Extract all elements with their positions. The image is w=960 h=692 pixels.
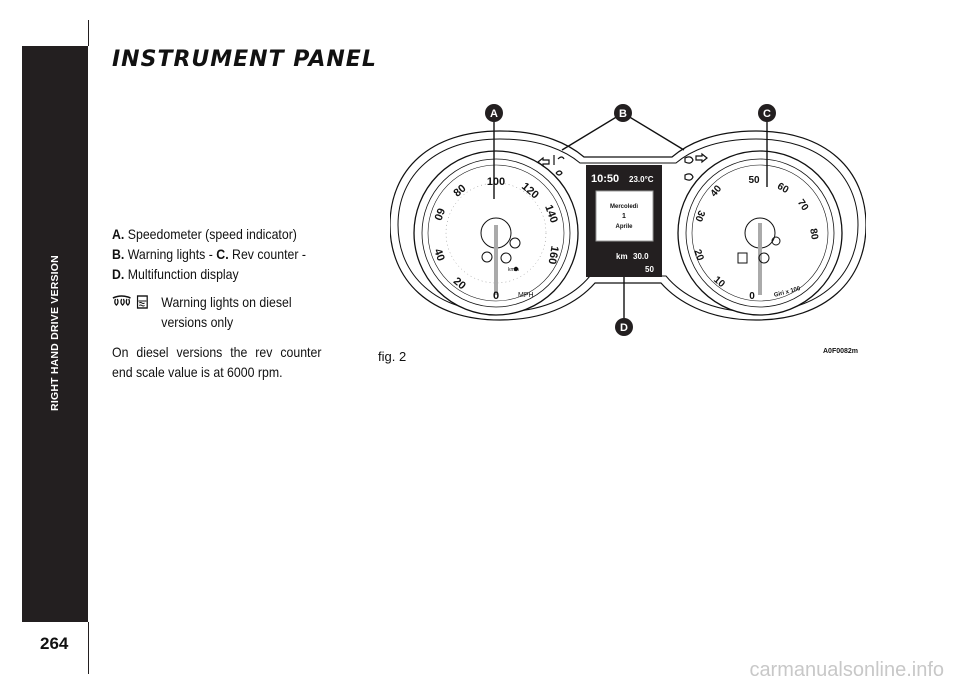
- diesel-warning-note: Warning lights on diesel versions only: [112, 292, 321, 332]
- page-title: INSTRUMENT PANEL: [112, 47, 377, 72]
- glow-plug-icon: [112, 295, 131, 306]
- callout-c-badge: [758, 104, 776, 122]
- rev-tick: 0: [749, 291, 755, 302]
- figure-caption: fig. 2: [378, 349, 407, 364]
- legend-paragraph: A. Speedometer (speed indicator) B. Warn…: [112, 226, 307, 282]
- speedo-inner-unit: km/h: [508, 267, 519, 273]
- callout-d: D: [620, 322, 628, 334]
- water-in-fuel-icon: [136, 295, 148, 309]
- callout-d-badge: [615, 318, 633, 336]
- display-month: Aprile: [615, 224, 633, 230]
- speedo-tick: 100: [487, 176, 505, 188]
- rev-tick: 30: [692, 209, 706, 224]
- display-time: 10:50: [591, 173, 619, 185]
- display-odometer-label: km: [616, 252, 628, 261]
- speedo-unit: MPH: [518, 292, 534, 299]
- page-number: 264: [40, 634, 69, 653]
- speedo-tick: 0: [493, 290, 499, 302]
- callout-b-badge: [614, 104, 632, 122]
- figure-code: A0F0082m: [823, 348, 859, 355]
- sidebar-band: [22, 46, 88, 622]
- callout-a-badge: [485, 104, 503, 122]
- rev-tick: 60: [775, 181, 791, 196]
- display-temperature: 23.0°C: [629, 175, 654, 184]
- callout-c: C: [763, 108, 771, 120]
- sidebar-label: RIGHT HAND DRIVE VERSION: [49, 255, 61, 411]
- display-day: 1: [622, 213, 626, 220]
- callout-b: B: [619, 108, 627, 120]
- speedo-tick: 40: [431, 247, 446, 263]
- speedo-tick: 60: [431, 206, 446, 222]
- description-block: A. Speedometer (speed indicator) B. Warn…: [112, 224, 321, 382]
- rev-tick: 20: [691, 248, 705, 263]
- rev-tick: 50: [748, 175, 760, 186]
- instrument-panel-figure: 0 20 40 60 80 100 120 140 160 MPH km/h 0…: [390, 104, 866, 336]
- display-odometer-value: 30.0: [633, 252, 649, 261]
- display-day-name: Mercoledì: [610, 204, 638, 210]
- crop-mark-bottom: [88, 622, 89, 674]
- crop-mark-top: [88, 20, 89, 46]
- speedo-tick: 160: [545, 245, 560, 265]
- rev-tick: 80: [807, 228, 820, 241]
- display-speed: 50: [645, 265, 654, 274]
- watermark: carmanualsonline.info: [749, 659, 944, 681]
- diesel-rev-note: On diesel versions the rev counter end s…: [112, 344, 322, 380]
- callout-a: A: [490, 108, 498, 120]
- speedo-tick: 140: [542, 203, 560, 224]
